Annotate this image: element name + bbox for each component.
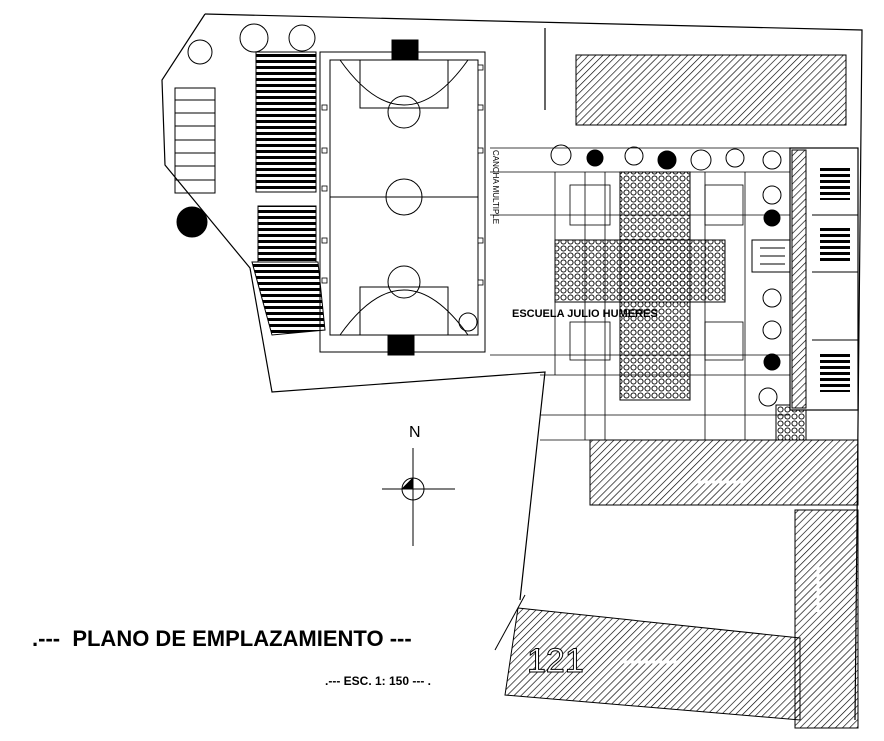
hatched-buildings [504, 54, 859, 729]
plaza [554, 171, 807, 441]
lot-leader-line [494, 594, 526, 651]
right-building [751, 147, 859, 411]
plan-title: .--- PLANO DE EMPLAZAMIENTO --- [32, 626, 412, 651]
lot-number: 121 [527, 642, 584, 680]
bleachers [251, 51, 326, 336]
plaza-grid-lines [490, 147, 790, 441]
north-label: N [409, 424, 421, 441]
court-label: CANCHA MULTIPLE [491, 150, 500, 224]
plan-scale: .--- ESC. 1: 150 --- . [325, 674, 432, 688]
parking-stalls [174, 87, 216, 194]
north-arrow [382, 448, 455, 546]
sports-court [319, 39, 486, 356]
school-label: ESCUELA JULIO HUMERES [512, 308, 658, 320]
court-side-marks [321, 64, 484, 286]
trees [176, 23, 782, 407]
